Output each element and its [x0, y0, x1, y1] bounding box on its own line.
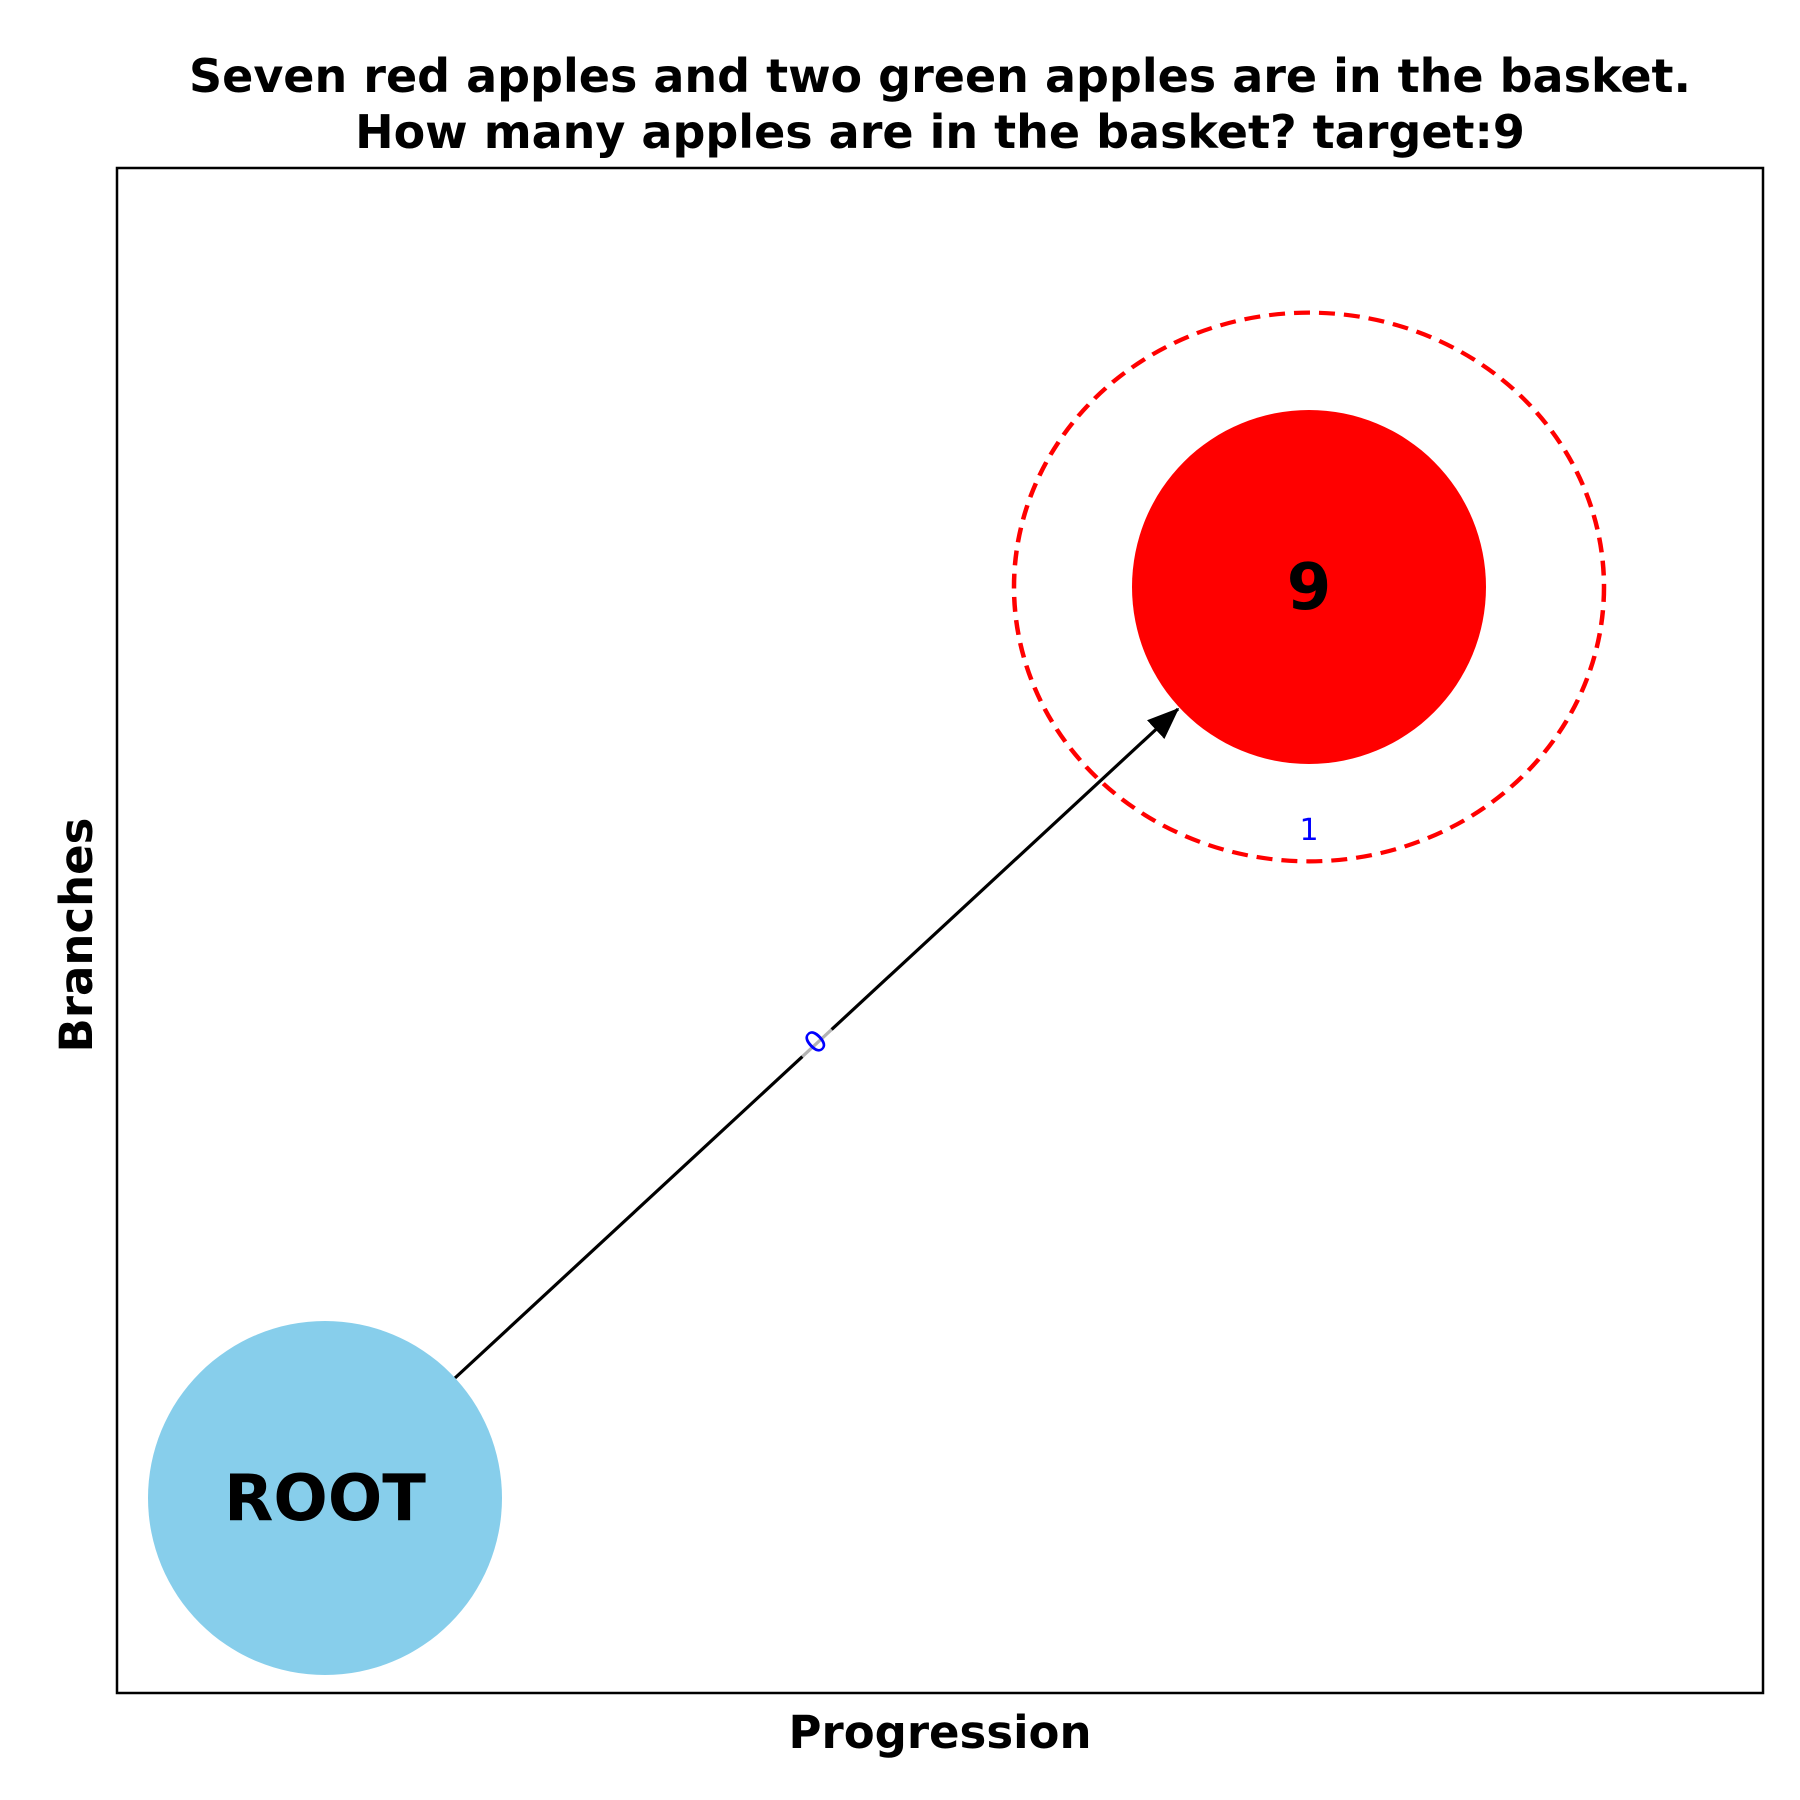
target-highlight-ring: [1011, 310, 1607, 864]
node-root: [148, 1321, 502, 1675]
diagram-title-line-1: Seven red apples and two green apples ar…: [189, 49, 1691, 103]
ring-annotation-label: 1: [1299, 813, 1318, 848]
node-9: [1132, 410, 1486, 764]
edge-label-background: [789, 1015, 843, 1069]
x-axis-label: Progression: [789, 1706, 1092, 1759]
y-axis-label: Branches: [50, 818, 103, 1053]
plot-frame: [115, 166, 1765, 1695]
node-9-label: 9: [1287, 551, 1332, 625]
diagram-title-line-2: How many apples are in the basket? targe…: [355, 105, 1525, 159]
node-root-label: ROOT: [224, 1462, 426, 1536]
